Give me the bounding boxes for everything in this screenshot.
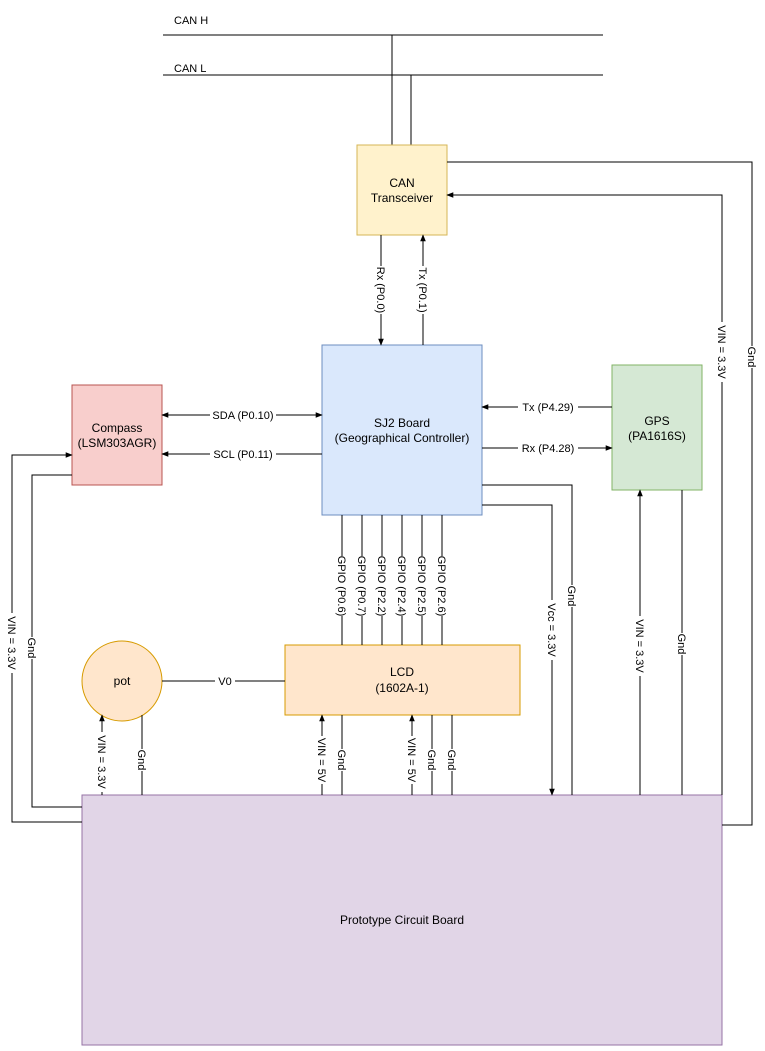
label-compass-gnd: Gnd [25,638,37,659]
label-can-gnd: Gnd [745,347,757,368]
sj2-board-block: SJ2 Board (Geographical Controller) [321,344,483,516]
label-rx-p00: Rx (P0.0) [374,267,386,313]
prototype-board-label: Prototype Circuit Board [340,913,464,927]
label-lcd-vin-2: VIN = 5V [405,738,417,783]
label-scl: SCL (P0.11) [213,449,272,461]
pot-block: pot [81,640,163,722]
can-transceiver-line1: CAN [389,176,414,190]
lcd-rect [284,644,521,716]
label-sj2-gnd: Gnd [565,586,577,607]
label-rx-p428: Rx (P4.28) [522,443,575,455]
compass-block: Compass (LSM303AGR) [71,384,163,486]
prototype-board-block: Prototype Circuit Board [81,794,723,1046]
gps-line1: GPS [644,414,669,428]
label-tx-p429: Tx (P4.29) [522,402,573,414]
wire-can-gnd [447,161,753,826]
wire-sj2-gnd [482,484,573,795]
label-gpio-p26: GPIO (P2.6) [435,556,447,617]
wire-sj2-vcc [482,504,555,796]
label-gpio-p07: GPIO (P0.7) [355,556,367,617]
lcd-block: LCD (1602A-1) [284,644,521,716]
label-gpio-p06: GPIO (P0.6) [335,556,347,617]
compass-line1: Compass [92,421,143,435]
label-pot-vin: VIN = 3.3V [95,735,107,789]
label-pot-v0: V0 [218,676,231,688]
can-l-label: CAN L [174,63,206,75]
label-gps-vin: VIN = 3.3V [633,619,645,673]
label-sda: SDA (P0.10) [212,410,273,422]
compass-rect [71,384,163,486]
gps-block: GPS (PA1616S) [611,364,703,491]
prototype-board-rect [81,794,723,1046]
wire-compass-gnd [31,474,82,808]
label-lcd-gnd-1: Gnd [335,750,347,771]
can-h-label: CAN H [174,15,208,27]
sj2-board-line1: SJ2 Board [374,416,430,430]
label-lcd-gnd-3: Gnd [445,750,457,771]
label-gpio-p24: GPIO (P2.4) [395,556,407,617]
pot-label: pot [114,674,131,688]
label-gpio-p25: GPIO (P2.5) [415,556,427,617]
can-transceiver-rect [356,144,448,236]
label-pot-gnd: Gnd [135,750,147,771]
label-gpio-p22: GPIO (P2.2) [375,556,387,617]
gps-line2: (PA1616S) [628,429,686,443]
label-gps-gnd: Gnd [675,634,687,655]
lcd-line1: LCD [390,665,414,679]
label-compass-vin: VIN = 3.3V [5,616,17,670]
label-lcd-gnd-2: Gnd [425,750,437,771]
wire-compass-vin [11,452,82,823]
label-lcd-vin-1: VIN = 5V [315,738,327,783]
sj2-board-line2: (Geographical Controller) [335,431,470,445]
gps-rect [611,364,703,491]
compass-line2: (LSM303AGR) [78,436,157,450]
lcd-line2: (1602A-1) [375,681,428,695]
wire-can-vin [446,192,723,795]
label-sj2-vcc: Vcc = 3.3V [545,603,557,657]
label-can-vin: VIN = 3.3V [715,325,727,379]
can-transceiver-block: CAN Transceiver [356,144,448,236]
label-tx-p01: Tx (P0.1) [416,267,428,312]
can-transceiver-line2: Transceiver [371,191,433,205]
sj2-board-rect [321,344,483,516]
